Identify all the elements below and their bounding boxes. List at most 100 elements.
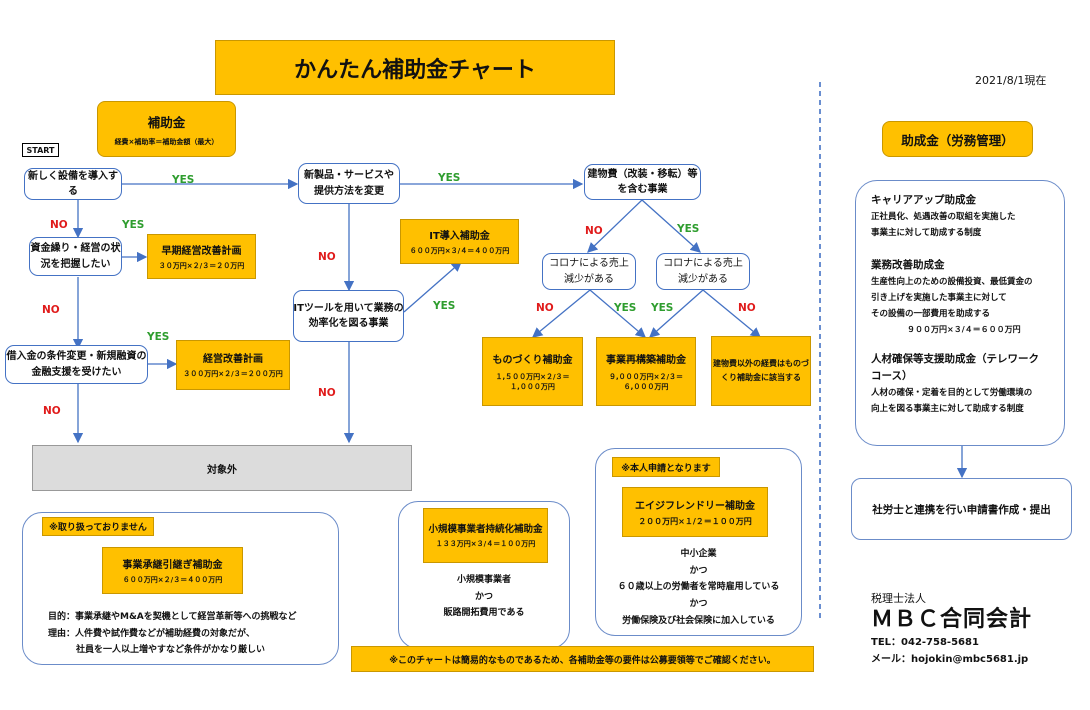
monozukuri-title: ものづくり補助金	[492, 354, 573, 366]
gyomu-desc-line-2: 引き上げを実施した事業主に対して	[871, 293, 1007, 304]
reason-text: 理由：人件費や試作費などが補助経費の対象だが、	[48, 628, 255, 639]
reason-text-2: 社員を一人以上増やすなど条件がかなり厳しい	[76, 645, 266, 656]
footer-note: ※このチャートは簡易的なものであるため、各補助金等の要件は公募要領等でご確認くだ…	[351, 646, 814, 672]
hojokin-formula: 経費×補助率＝補助金額（最大）	[114, 137, 219, 146]
loan-line-2: 金融支援を受けたい	[31, 366, 122, 378]
career-desc-line-2: 事業主に対して助成する制度	[871, 227, 982, 238]
jinzai-desc-line-2: 向上を図る事業主に対して助成する制度	[871, 403, 1024, 414]
no-label: NO	[318, 387, 336, 399]
career-title: キャリアアップ助成金	[871, 194, 976, 206]
shokibo-formula: １３３万円×３/４＝１００万円	[435, 540, 536, 549]
saikouchiku-grant-box: 事業再構築補助金 ９,０００万円×２/３＝ ６,０００万円	[596, 337, 696, 406]
jinzai-desc-line-1: 人材の確保・定着を目的として労働環境の	[871, 387, 1033, 398]
no-label: NO	[738, 302, 756, 314]
jigyoshokei-formula: ６００万円×２/３＝４００万円	[122, 575, 223, 584]
corona-right-line-1: コロナによる売上	[663, 258, 743, 269]
hojokin-header: 補助金 経費×補助率＝補助金額（最大）	[97, 101, 236, 157]
soki-title: 早期経営改善計画	[161, 245, 242, 257]
yes-label: YES	[172, 174, 195, 186]
saikouchiku-title: 事業再構築補助金	[606, 354, 686, 366]
age-friendly-cond-5: 労働保険及び社会保険に加入している	[622, 615, 775, 626]
yes-label: YES	[122, 219, 145, 231]
soki-formula: ３０万円×２/３＝２０万円	[158, 261, 245, 270]
yes-label: YES	[651, 302, 674, 314]
not-handled-reasons: 目的：事業承継やM&Aを契機として経営革新等への挑戦など 理由：人件費や試作費な…	[48, 609, 297, 659]
question-it-tool: ITツールを用いて業務の効率化を図る事業	[293, 290, 404, 342]
keiei-title: 経営改善計画	[203, 354, 263, 366]
company-name: ＭＢＣ合同会計	[871, 607, 1033, 632]
question-loan: 借入金の条件変更・新規融資の金融支援を受けたい	[5, 345, 148, 384]
corona-right-line-2: 減少がある	[677, 273, 728, 285]
keiei-formula: ３００万円×２/３＝２００万円	[183, 370, 283, 379]
jinzai-title-line-1: 人材確保等支援助成金（テレワーク	[871, 353, 1039, 366]
start-label: START	[22, 143, 59, 157]
yes-label: YES	[614, 302, 637, 314]
sharoushi-box: 社労士と連携を行い申請書作成・提出	[851, 478, 1072, 540]
saikouchiku-formula-1: ９,０００万円×２/３＝	[608, 372, 684, 381]
joseikin-header: 助成金（労務管理）	[882, 121, 1033, 157]
gyomu-desc-line-1: 生産性向上のための設備投資、最低賃金の	[871, 277, 1033, 288]
shokibo-cond-3: 販路開拓費用である	[443, 608, 525, 619]
hojokin-title: 補助金	[147, 114, 186, 130]
shokibo-cond-2: かつ	[474, 591, 493, 602]
monozukuri-note-box: 建物費以外の経費はものづ くり補助金に該当する	[711, 336, 811, 406]
newproduct-line-2: 提供方法を変更	[314, 185, 384, 197]
cashflow-line-1: 資金繰り・経営の状	[30, 243, 121, 254]
shokibo-cond-1: 小規模事業者	[456, 575, 511, 585]
yes-label: YES	[147, 331, 170, 343]
joseikin-content: キャリアアップ助成金 正社員化、処遇改善の取組を実施した 事業主に対して助成する…	[871, 192, 1061, 417]
no-label: NO	[318, 251, 336, 263]
question-corona-left: コロナによる売上減少がある	[542, 253, 636, 290]
purpose-text: 目的：事業承継やM&Aを契機として経営革新等への挑戦など	[48, 612, 297, 622]
no-label: NO	[43, 405, 61, 417]
company-tel: TEL：042-758-5681	[871, 637, 979, 648]
yes-label: YES	[433, 300, 456, 312]
no-label: NO	[585, 225, 603, 237]
soki-grant-box: 早期経営改善計画 ３０万円×２/３＝２０万円	[147, 234, 256, 279]
gyomu-title: 業務改善助成金	[871, 259, 945, 272]
newproduct-line-1: 新製品・サービスや	[304, 170, 394, 181]
shokibo-conditions: 小規模事業者 かつ 販路開拓費用である	[398, 572, 570, 622]
monozukuri-note-line-2: くり補助金に該当する	[721, 373, 801, 382]
chart-title-box: かんたん補助金チャート	[215, 40, 615, 95]
question-new-equipment: 新しく設備を導入する	[24, 168, 122, 200]
it-line-2: 効率化を図る事業	[308, 318, 389, 329]
saikouchiku-formula-2: ６,０００万円	[623, 383, 669, 391]
age-friendly-conditions: 中小企業 かつ ６０歳以上の労働者を常時雇用している かつ 労働保険及び社会保険…	[595, 546, 802, 629]
monozukuri-formula-2: １,０００万円	[510, 383, 555, 391]
yes-label: YES	[438, 172, 461, 184]
it-grant-box: IT導入補助金 ６００万円×３/４＝４００万円	[400, 219, 519, 264]
question-building: 建物費（改装・移転）等を含む事業	[584, 164, 701, 200]
shokibo-title: 小規模事業者持続化補助金	[428, 524, 543, 536]
jigyoshokei-title: 事業承継引継ぎ補助金	[122, 559, 223, 571]
age-friendly-cond-3: ６０歳以上の労働者を常時雇用している	[617, 582, 780, 593]
joseikin-panel	[855, 180, 1065, 446]
it-grant-title: IT導入補助金	[429, 230, 490, 242]
not-handled-header: ※取り扱っておりません	[42, 517, 154, 536]
keiei-grant-box: 経営改善計画 ３００万円×２/３＝２００万円	[176, 340, 290, 390]
age-friendly-cond-1: 中小企業	[680, 549, 717, 559]
age-friendly-panel	[595, 448, 802, 636]
jinzai-title-line-2: コース）	[871, 370, 913, 383]
question-cashflow: 資金繰り・経営の状況を把握したい	[29, 237, 122, 276]
jinzai-title: 人材確保等支援助成金（テレワーク コース）	[871, 351, 1061, 385]
company-mail: メール：hojokin@mbc5681.jp	[871, 654, 1029, 665]
chart-title: かんたん補助金チャート	[294, 57, 536, 83]
no-label: NO	[50, 219, 68, 231]
career-desc-line-1: 正社員化、処遇改善の取組を実施した	[871, 212, 1016, 222]
building-line-1: 建物費（改装・移転）等	[587, 168, 698, 180]
question-new-product: 新製品・サービスや提供方法を変更	[298, 163, 400, 204]
age-friendly-header: ※本人申請となります	[612, 457, 720, 477]
monozukuri-formula-1: １,５００万円×２/３＝	[495, 372, 570, 381]
building-line-2: を含む事業	[617, 184, 668, 195]
yes-label: YES	[677, 223, 700, 235]
shokibo-grant-box: 小規模事業者持続化補助金 １３３万円×３/４＝１００万円	[423, 508, 548, 563]
career-desc: 正社員化、処遇改善の取組を実施した 事業主に対して助成する制度	[871, 210, 1061, 241]
jigyoshokei-grant-box: 事業承継引継ぎ補助金 ６００万円×２/３＝４００万円	[102, 547, 243, 594]
gyomu-desc-line-3: その設備の一部費用を助成する	[871, 308, 991, 319]
age-friendly-grant-box: エイジフレンドリー補助金 ２００万円×１/２＝１００万円	[622, 487, 768, 537]
no-label: NO	[42, 304, 60, 316]
no-label: NO	[536, 302, 554, 314]
monozukuri-grant-box: ものづくり補助金 １,５００万円×２/３＝ １,０００万円	[482, 337, 583, 406]
